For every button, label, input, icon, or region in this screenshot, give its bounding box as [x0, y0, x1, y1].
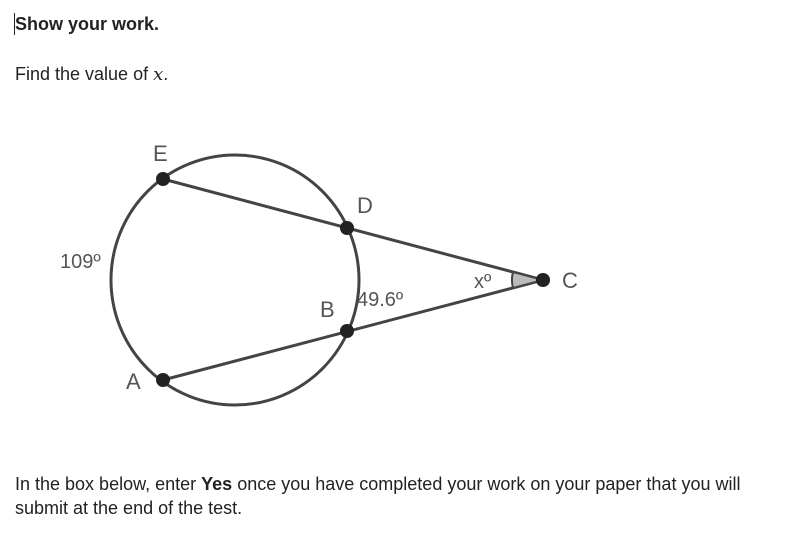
prompt: Find the value of x. — [15, 64, 168, 85]
instructions-before: In the box below, enter — [15, 474, 202, 494]
far-angle-label: 49.6º — [357, 289, 404, 311]
prompt-end: . — [163, 64, 169, 84]
label-a: A — [126, 369, 141, 394]
unknown-angle-label: xº — [474, 271, 492, 293]
point-e — [156, 172, 170, 186]
angle-x-marker — [510, 270, 547, 290]
point-c — [536, 273, 550, 287]
label-b: B — [320, 297, 335, 322]
arc-label: 109º — [60, 251, 101, 273]
label-c: C — [562, 268, 578, 293]
point-b — [340, 324, 354, 338]
prompt-text: Find the value of — [15, 64, 154, 84]
instructions-keyword: Yes — [201, 474, 233, 494]
label-e: E — [153, 141, 168, 166]
point-d — [340, 221, 354, 235]
circle — [109, 153, 361, 407]
text-cursor — [14, 13, 15, 35]
point-a — [156, 373, 170, 387]
label-d: D — [357, 193, 373, 218]
instructions: In the box below, enter Yes once you hav… — [15, 472, 790, 520]
prompt-variable: x — [153, 64, 164, 85]
heading: Show your work. — [15, 14, 160, 34]
instructions-after: once you have completed your work on you… — [15, 474, 741, 518]
